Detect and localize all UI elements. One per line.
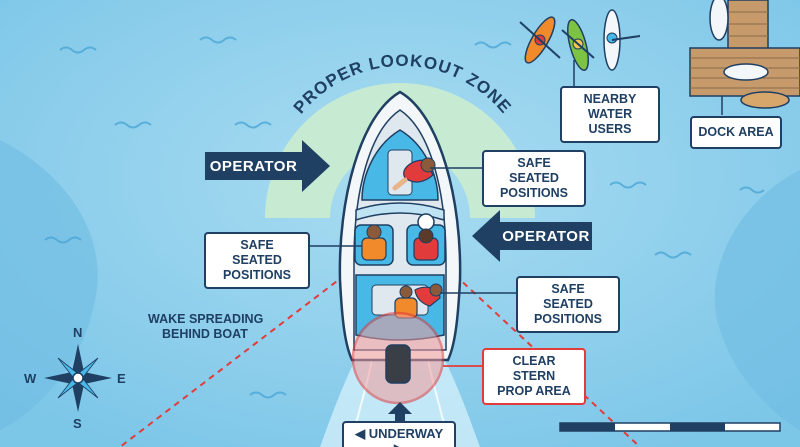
docked-boat-3: [740, 91, 790, 109]
underway-label: ◀ UNDERWAY ▶: [342, 421, 456, 447]
safe-seated-top-callout: SAFE SEATED POSITIONS: [482, 150, 586, 207]
operator-arrow-right: [472, 210, 592, 262]
compass-rose: [44, 344, 112, 412]
lookout-zone: [265, 83, 535, 218]
callout-line: SAFE SEATED: [509, 156, 559, 185]
underway-arrow: [388, 402, 412, 422]
leader-lines: [310, 60, 723, 294]
underway-text: UNDERWAY: [368, 426, 443, 441]
kayak-green: [561, 19, 595, 71]
wake-line-left: [119, 274, 346, 447]
shore-left: [0, 140, 98, 430]
paddleboard: [603, 9, 641, 71]
dock: [689, 0, 800, 109]
docked-boat-1: [709, 0, 729, 41]
callout-line: POSITIONS: [533, 312, 603, 326]
nearby-water-users-callout: NEARBY WATER USERS: [560, 86, 660, 143]
operator-label-left: OPERATOR: [209, 157, 298, 175]
callout-line: CLEAR STERN: [512, 354, 556, 383]
callout-line: DOCK AREA: [698, 125, 774, 139]
wake-label-line: WAKE SPREADING: [148, 312, 264, 326]
callout-line: WATER USERS: [587, 107, 633, 136]
wave-marks: [44, 36, 765, 399]
safe-seated-left-callout: SAFE SEATED POSITIONS: [204, 232, 310, 289]
kayak-orange: [519, 16, 561, 64]
docked-boat-2: [723, 63, 769, 81]
wake-label-line: BEHIND BOAT: [162, 327, 248, 341]
callout-line: NEARBY: [583, 92, 637, 106]
operator-label-right: OPERATOR: [502, 227, 590, 245]
callout-line: POSITIONS: [499, 186, 569, 200]
scale-bar: [559, 422, 781, 432]
compass-s: S: [73, 416, 82, 431]
wake-label: WAKE SPREADING BEHIND BOAT: [148, 312, 288, 342]
compass-e: E: [117, 371, 126, 386]
callout-line: SAFE SEATED: [232, 238, 282, 267]
callout-line: SAFE SEATED: [543, 282, 593, 311]
safe-seated-right-callout: SAFE SEATED POSITIONS: [516, 276, 620, 333]
outboard-motor: [385, 344, 411, 384]
callout-line: PROP AREA: [497, 384, 571, 398]
dock-area-callout: DOCK AREA: [690, 116, 782, 149]
passenger-left-seat: [361, 224, 387, 261]
compass-n: N: [73, 325, 83, 340]
passenger-rear-right: [414, 283, 443, 307]
compass-w: W: [24, 371, 37, 386]
shore-right: [714, 170, 800, 430]
operator-driver: [413, 213, 439, 261]
operator-arrow-left: [205, 140, 330, 192]
left-arrow-icon: ◀: [355, 426, 366, 441]
right-arrow-icon: ▶: [394, 441, 404, 447]
callout-line: POSITIONS: [222, 268, 292, 282]
clear-stern-callout: CLEAR STERN PROP AREA: [482, 348, 586, 405]
